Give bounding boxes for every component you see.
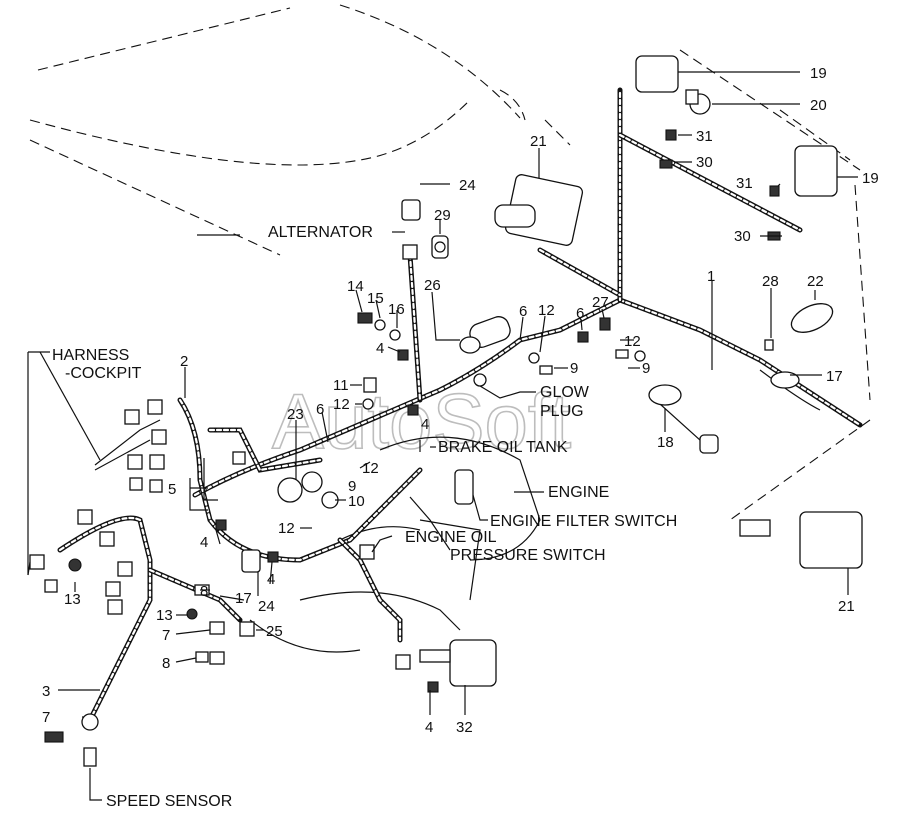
callout-9: 9 [570, 360, 578, 377]
callout-12: 12 [624, 333, 641, 350]
callout-28: 28 [762, 273, 779, 290]
callout-7: 7 [162, 627, 170, 644]
callout-15: 15 [367, 290, 384, 307]
callout-6: 6 [576, 305, 584, 322]
callout-4: 4 [425, 719, 433, 736]
callout-20: 20 [810, 97, 827, 114]
label-harness-cockpit-1: HARNESS [52, 347, 129, 364]
callout-4: 4 [376, 340, 384, 357]
callout-26: 26 [424, 277, 441, 294]
callout-31: 31 [736, 175, 753, 192]
callout-12: 12 [538, 302, 555, 319]
callout-19: 19 [862, 170, 879, 187]
callout-11: 11 [333, 377, 349, 394]
label-glow-plug-1: GLOW [540, 384, 590, 401]
callout-31: 31 [696, 128, 713, 145]
callout-23: 23 [287, 406, 304, 423]
callout-24: 24 [459, 177, 476, 194]
callout-8: 8 [162, 655, 170, 672]
callout-4: 4 [200, 534, 208, 551]
callout-4: 4 [267, 571, 275, 588]
leader-lines [27, 71, 858, 801]
callout-21: 21 [530, 133, 547, 150]
callout-12: 12 [278, 520, 295, 537]
callout-9: 9 [348, 478, 356, 495]
callout-17: 17 [826, 368, 843, 385]
callout-25: 25 [266, 623, 283, 640]
components [29, 55, 863, 767]
callout-13: 13 [64, 591, 81, 608]
callout-16: 16 [388, 301, 405, 318]
callout-21: 21 [838, 598, 855, 615]
label-engine: ENGINE [548, 484, 609, 501]
callout-6: 6 [316, 401, 324, 418]
callout-22: 22 [807, 273, 824, 290]
label-engine-oil: ENGINE OIL [405, 529, 497, 546]
label-glow-plug-2: PLUG [540, 403, 584, 420]
callout-9: 9 [642, 360, 650, 377]
callout-30: 30 [696, 154, 713, 171]
callout-10: 10 [348, 493, 365, 510]
harness-wires [57, 87, 863, 723]
callout-8: 8 [200, 583, 208, 600]
callout-18: 18 [657, 434, 674, 451]
label-speed-sensor: SPEED SENSOR [106, 793, 232, 810]
callout-13: 13 [156, 607, 173, 624]
callout-32: 32 [456, 719, 473, 736]
callout-19: 19 [810, 65, 827, 82]
callout-30: 30 [734, 228, 751, 245]
callout-14: 14 [347, 278, 364, 295]
engine-outline [249, 436, 541, 653]
callout-17: 17 [235, 590, 252, 607]
component-labels: ALTERNATOR HARNESS -COCKPIT GLOW PLUG BR… [52, 224, 677, 810]
callout-7: 7 [42, 709, 50, 726]
callout-6: 6 [519, 303, 527, 320]
callout-27: 27 [592, 294, 609, 311]
callout-24: 24 [258, 598, 275, 615]
callout-3: 3 [42, 683, 50, 700]
callout-numbers: 19 20 21 31 30 19 31 30 24 29 1 28 22 14… [42, 65, 879, 736]
callout-12: 12 [333, 396, 350, 413]
label-brake-oil-tank: BRAKE OIL TANK [438, 439, 568, 456]
label-harness-cockpit-2: -COCKPIT [65, 365, 142, 382]
callout-5: 5 [168, 481, 176, 498]
callout-2: 2 [180, 353, 188, 370]
callout-12: 12 [362, 460, 379, 477]
callout-1: 1 [707, 268, 715, 285]
callout-29: 29 [434, 207, 451, 224]
label-alternator: ALTERNATOR [268, 224, 373, 241]
label-engine-filter-switch: ENGINE FILTER SWITCH [490, 513, 677, 530]
label-pressure-switch: PRESSURE SWITCH [450, 547, 606, 564]
callout-4: 4 [421, 416, 429, 433]
